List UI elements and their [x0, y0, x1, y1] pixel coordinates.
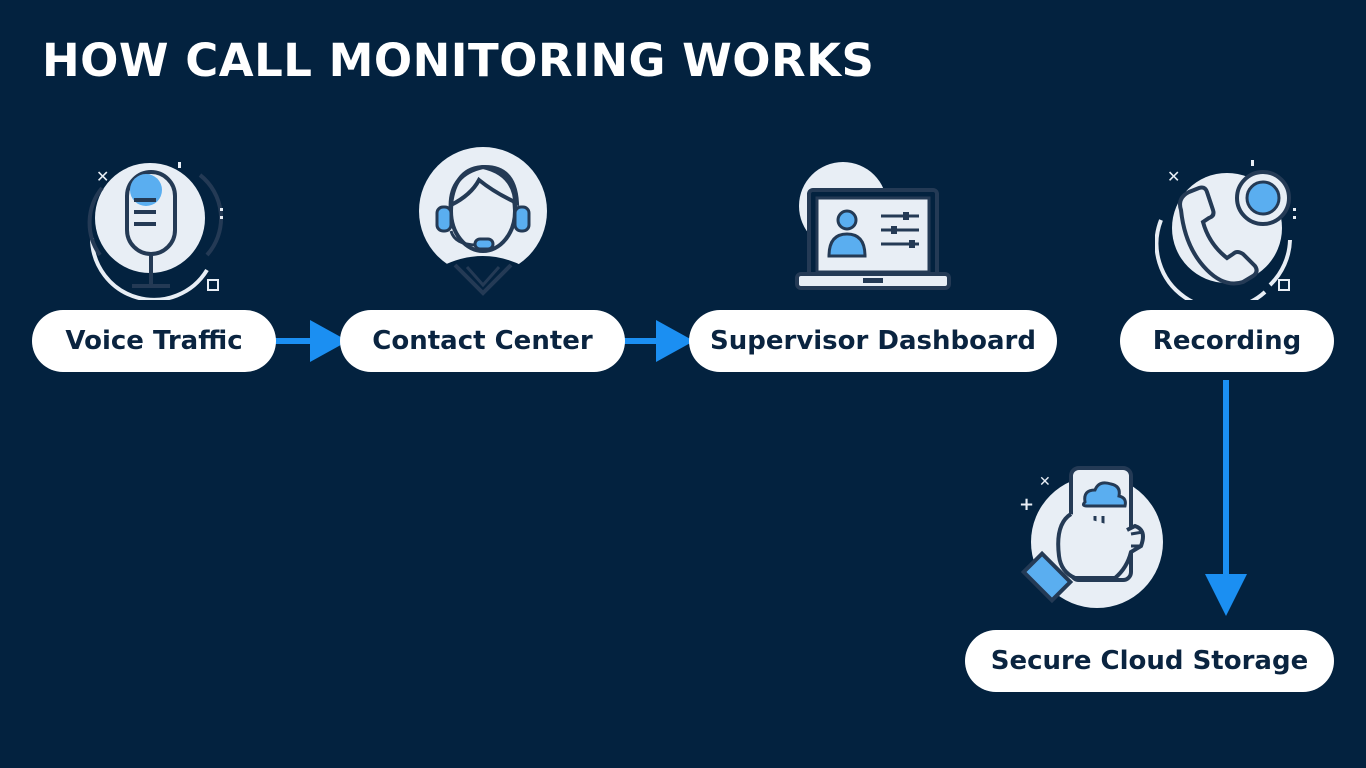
- node-voice-traffic: Voice Traffic: [32, 310, 276, 372]
- node-label: Voice Traffic: [65, 326, 243, 356]
- agent-headset-icon: [419, 147, 547, 296]
- arrow-voice-to-contact: [264, 320, 348, 362]
- node-supervisor-dashboard: Supervisor Dashboard: [689, 310, 1057, 372]
- svg-text:✕: ✕: [96, 167, 109, 186]
- svg-text:+: +: [1019, 494, 1034, 515]
- node-label: Recording: [1152, 326, 1302, 356]
- node-recording: Recording: [1120, 310, 1334, 372]
- phone-record-icon: ✕: [1155, 160, 1296, 300]
- node-label: Secure Cloud Storage: [990, 646, 1309, 676]
- arrow-recording-to-storage: [1205, 380, 1247, 616]
- node-contact-center: Contact Center: [340, 310, 625, 372]
- node-secure-cloud-storage: Secure Cloud Storage: [965, 630, 1334, 692]
- node-label: Supervisor Dashboard: [710, 326, 1036, 356]
- microphone-icon: ✕: [87, 162, 224, 300]
- page-title: HOW CALL MONITORING WORKS: [42, 34, 875, 87]
- svg-text:✕: ✕: [1167, 167, 1180, 186]
- node-label: Contact Center: [372, 326, 593, 356]
- laptop-dashboard-icon: [795, 162, 951, 290]
- svg-text:✕: ✕: [1039, 474, 1051, 490]
- phone-cloud-icon: ✕ +: [1019, 466, 1163, 608]
